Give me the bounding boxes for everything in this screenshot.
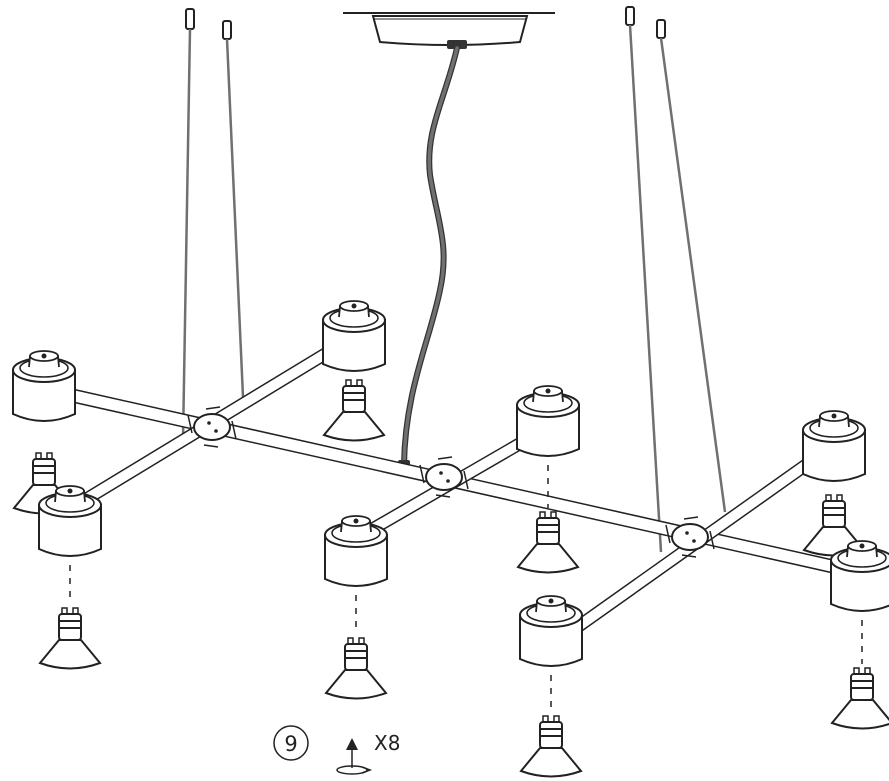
gu10-bulb — [322, 379, 386, 442]
ceiling-canopy — [343, 12, 555, 49]
cross-arm-right — [538, 448, 827, 657]
step-number: 9 — [284, 732, 297, 756]
twist-arrow-icon — [336, 765, 373, 775]
lamp-holder — [12, 350, 76, 422]
step-circle — [273, 725, 309, 761]
lamp-front-center — [324, 515, 388, 700]
gu10-bulb — [324, 637, 388, 700]
gu10-bulb — [519, 715, 583, 778]
lamp-back-right — [802, 410, 866, 557]
lamp-far-right — [830, 540, 889, 730]
lamp-back-center — [516, 385, 580, 574]
gu10-bulb — [516, 511, 580, 574]
power-cable — [398, 45, 460, 468]
lamp-holder — [38, 485, 102, 557]
lamp-holder — [802, 410, 866, 482]
connector-left — [187, 406, 237, 448]
gu10-bulb — [38, 607, 102, 670]
lamp-holder — [324, 515, 388, 587]
connector-center — [419, 456, 469, 498]
lamp-holder — [519, 595, 583, 667]
lamp-front-left — [38, 485, 102, 670]
quantity-label: X8 — [374, 731, 400, 755]
lamp-holder — [516, 385, 580, 457]
connector-right — [665, 516, 715, 558]
step-annotation: 9 X8 — [273, 725, 400, 775]
arm-connectors — [187, 406, 715, 558]
lamp-far-left — [12, 350, 76, 515]
lamp-assemblies — [12, 300, 889, 778]
lamp-front-right — [519, 595, 583, 778]
lamp-holder — [830, 540, 889, 612]
suspension-cables — [181, 24, 727, 553]
gu10-bulb — [830, 667, 889, 730]
lamp-back-left — [322, 300, 386, 442]
lamp-holder — [322, 300, 386, 372]
